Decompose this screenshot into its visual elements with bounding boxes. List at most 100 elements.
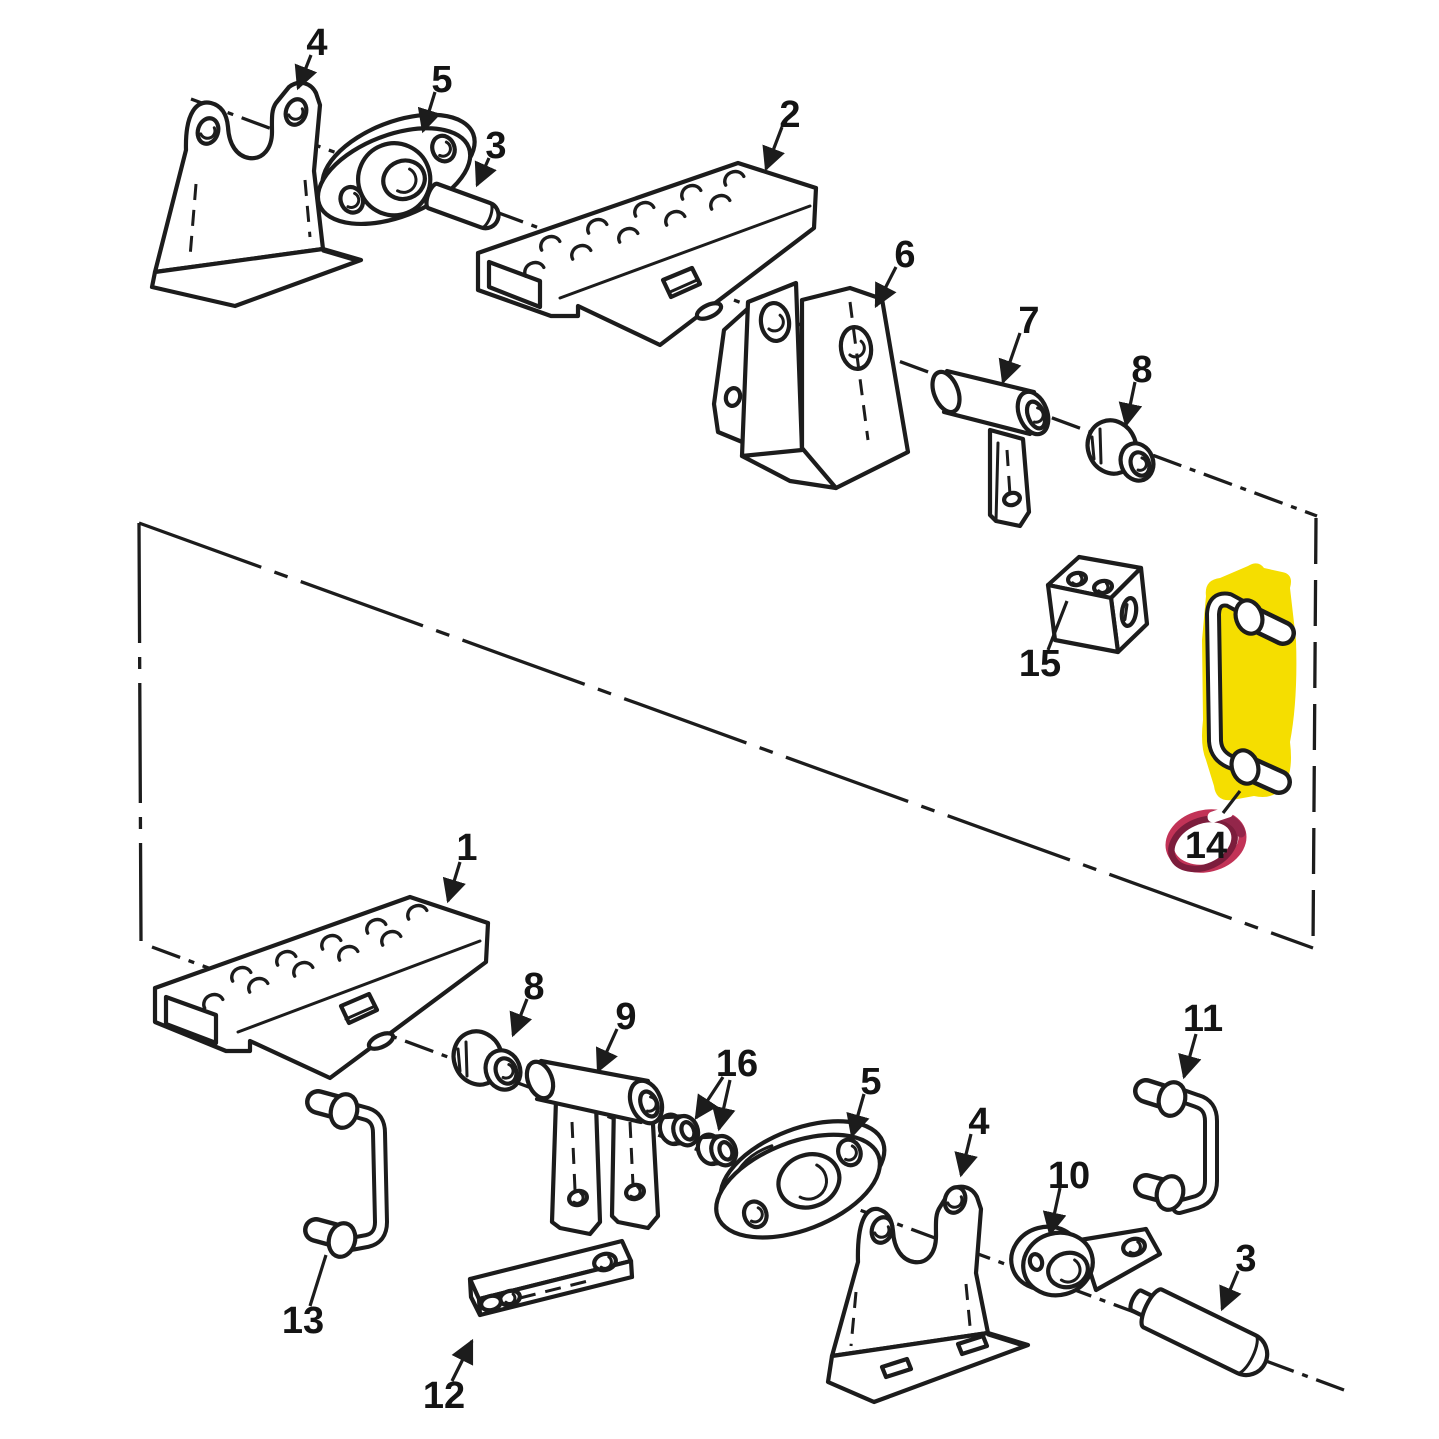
flange-hole	[430, 133, 457, 164]
slot	[1119, 596, 1139, 628]
part-3-bottom-pin	[1128, 1287, 1270, 1378]
base-edge	[986, 1333, 1025, 1348]
callout-bot-9: 9	[615, 996, 636, 1038]
leg-hole	[624, 1182, 646, 1202]
pin-face	[1235, 1333, 1259, 1375]
washer	[1229, 748, 1261, 786]
cylinder-bore	[638, 1089, 660, 1119]
flange-hole	[741, 1199, 769, 1230]
box-end	[486, 259, 543, 310]
cylinder-sides	[534, 1058, 651, 1125]
pin-body	[424, 181, 501, 231]
base-edge	[321, 249, 359, 263]
handle-bar-inner	[345, 1105, 385, 1248]
box-end	[163, 994, 219, 1046]
callout-top-2: 2	[779, 94, 800, 136]
slot-edge	[668, 278, 699, 294]
bolt-hole	[195, 116, 221, 146]
part-8-bottom-bushing	[451, 1029, 523, 1092]
callout-top-8: 8	[1131, 349, 1152, 391]
hidden-line	[519, 1278, 593, 1300]
part-16-bushings	[657, 1112, 739, 1168]
end-face	[467, 1276, 483, 1318]
cylinder-back	[524, 1059, 556, 1101]
washer	[1154, 1174, 1186, 1212]
center-hole	[776, 1152, 842, 1210]
hex-lines	[1090, 427, 1103, 465]
callout-top-5: 5	[431, 59, 452, 101]
bushing	[695, 1132, 739, 1168]
callout-bot-8: 8	[523, 966, 544, 1008]
callout-bot-1: 1	[456, 827, 477, 869]
arm-hole	[1002, 490, 1022, 508]
part-15-angle-bracket	[1045, 554, 1150, 655]
base-v	[739, 453, 839, 491]
slot-hole	[366, 1031, 396, 1051]
plate-outline	[475, 160, 819, 348]
leader-top-7	[998, 332, 1022, 385]
hole	[1065, 570, 1089, 588]
leader-bot-5	[846, 1093, 870, 1139]
bracket-base	[149, 246, 364, 309]
circle-inner-stroke	[1168, 815, 1238, 873]
washer	[326, 1221, 358, 1259]
callout-top-4: 4	[306, 22, 327, 64]
arm-hidden	[1005, 449, 1012, 496]
hex-lines	[456, 1040, 469, 1078]
cylinder-sides	[941, 368, 1037, 437]
leader-top-6	[874, 266, 898, 309]
left-leg	[549, 1097, 603, 1237]
leader-bot-3	[1219, 1270, 1242, 1312]
leg-hidden	[628, 1121, 635, 1186]
part-3-top-pin	[424, 181, 501, 231]
part-7-cylinder-arm	[930, 368, 1051, 529]
hole	[479, 1293, 503, 1313]
leader-bot-4	[954, 1133, 978, 1178]
bolt-hole	[869, 1215, 895, 1245]
leg-hidden	[570, 1121, 577, 1191]
right-plate	[799, 285, 911, 491]
bolt-hole	[283, 97, 309, 127]
leader-bot-8	[509, 998, 533, 1038]
leader-bot-12	[450, 1338, 474, 1382]
washer	[328, 1092, 360, 1130]
bolt-hole	[942, 1185, 968, 1215]
part-4-bottom-bracket	[825, 1184, 1031, 1405]
ring-bore	[1046, 1250, 1090, 1290]
panel-right-edge	[1311, 517, 1318, 949]
bend-line	[236, 939, 482, 1034]
slot-edge	[344, 1005, 375, 1021]
leader-lines	[294, 54, 1242, 1382]
part-1-treadplate	[152, 894, 491, 1081]
base-slot	[879, 1356, 914, 1380]
pin-face	[479, 201, 494, 229]
callout-bot-3: 3	[1235, 1238, 1256, 1280]
leader-top-2	[762, 126, 785, 172]
part-5-bottom-flange	[714, 1119, 887, 1240]
handle-bar-inner	[1173, 1090, 1215, 1211]
leader-bot-16b	[712, 1079, 736, 1132]
leg-hole	[567, 1188, 589, 1208]
callout-bot-10: 10	[1048, 1155, 1090, 1197]
leader-top-5	[417, 91, 441, 134]
big-hole	[758, 300, 792, 344]
leader-bot-1	[442, 861, 466, 904]
leader-top-3	[474, 157, 497, 188]
callout-top-7: 7	[1018, 300, 1039, 342]
part-13-handle	[303, 1089, 389, 1259]
part-14-handle-highlighted	[1202, 563, 1297, 801]
panel-diagonal-edge	[138, 521, 1314, 950]
hidden-line	[188, 183, 198, 258]
part-11-handle	[1133, 1078, 1219, 1215]
arm-hole	[1121, 1236, 1147, 1258]
hole	[1091, 578, 1115, 596]
hidden-line	[849, 1283, 972, 1347]
part-12-bar	[467, 1238, 635, 1318]
callout-bot-12: 12	[423, 1375, 465, 1417]
arm-edge	[994, 441, 1000, 523]
slot	[660, 265, 703, 300]
bore	[493, 1056, 519, 1086]
hidden-line	[848, 301, 870, 441]
